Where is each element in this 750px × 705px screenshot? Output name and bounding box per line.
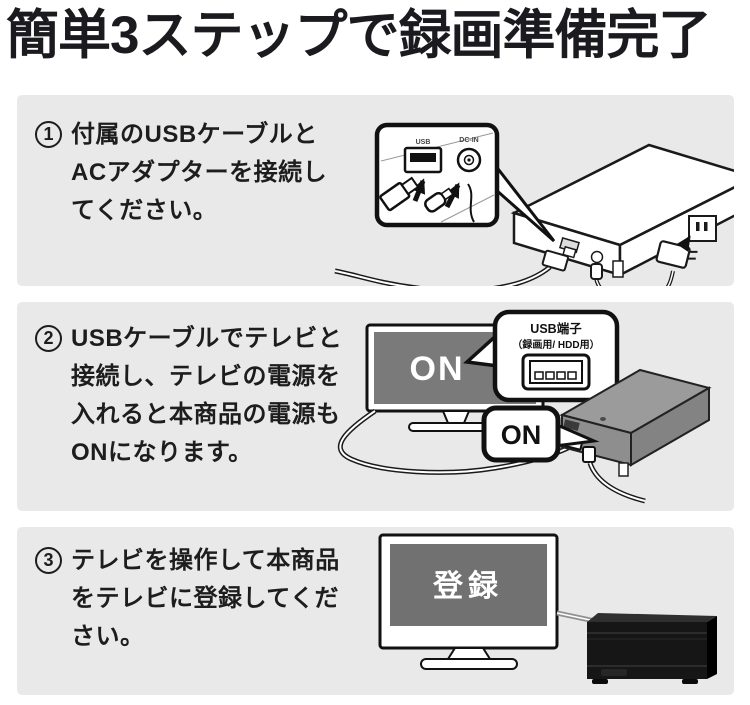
tv-screen xyxy=(390,544,547,626)
page-title: 簡単3ステップで録画準備完了 xyxy=(6,6,711,65)
step-1-illustration: USB DC-IN xyxy=(334,122,734,286)
tv-stand-base xyxy=(420,658,518,670)
hdd-power-plug xyxy=(582,446,596,463)
dc-insert-arrow xyxy=(444,182,461,209)
step-1-text: 1 付属のUSBケーブルと ACアダプターを接続し てください。 xyxy=(35,116,375,230)
step-2-illustration: ON USB端子 （録画用/ HDD用） xyxy=(337,309,712,504)
step-3-panel: 3 テレビを操作して本商品 をテレビに登録してくだ さい。 登録 xyxy=(17,527,734,695)
step-1-lines: 付属のUSBケーブルと ACアダプターを接続し てください。 xyxy=(71,116,327,230)
hdd-on-bubble: ON xyxy=(481,405,600,463)
step-2-number: 2 xyxy=(35,325,62,352)
step-2-lines: USBケーブルでテレビと 接続し、テレビの電源を 入れると本商品の電源も ONに… xyxy=(71,320,342,472)
step-3-number: 3 xyxy=(35,547,62,574)
step-2-text: 2 USBケーブルでテレビと 接続し、テレビの電源を 入れると本商品の電源も O… xyxy=(35,320,375,472)
dc-plug xyxy=(590,263,603,280)
tv-stand-neck xyxy=(441,410,471,424)
hdd-black-product xyxy=(587,613,717,684)
step-3-line-3: さい。 xyxy=(71,623,145,650)
power-cable xyxy=(594,270,675,286)
wall-outlet xyxy=(688,215,717,242)
usb-terminal-callout: USB端子 （録画用/ HDD用） xyxy=(463,309,620,403)
callout-dc-label: DC-IN xyxy=(459,137,478,144)
callout-dc-plug xyxy=(424,187,454,213)
step-1-line-3: てください。 xyxy=(71,197,218,224)
step-2-line-4: ONになります。 xyxy=(71,439,253,466)
ac-adapter xyxy=(655,235,698,269)
tv-stand-neck xyxy=(446,647,492,660)
callout-wire xyxy=(467,183,475,223)
callout-usb-label: USB xyxy=(416,139,431,146)
step-3-line-1: テレビを操作して本商品 xyxy=(71,547,340,574)
step-2-panel: 2 USBケーブルでテレビと 接続し、テレビの電源を 入れると本商品の電源も O… xyxy=(17,302,734,511)
step-1-panel: 1 付属のUSBケーブルと ACアダプターを接続し てください。 xyxy=(17,95,734,286)
tv-on-label: ON xyxy=(410,350,465,388)
callout-dc-jack: DC-IN xyxy=(456,137,482,173)
step-1-line-1: 付属のUSBケーブルと xyxy=(71,121,318,148)
power-cable xyxy=(587,462,646,504)
step-1-line-2: ACアダプターを接続し xyxy=(71,159,328,186)
step-2-line-1: USBケーブルでテレビと xyxy=(71,325,343,352)
ports-callout: USB DC-IN xyxy=(374,122,556,243)
usb-port-icon xyxy=(521,353,591,391)
usb-callout-title: USB端子 xyxy=(530,321,582,336)
usb-plug xyxy=(541,245,577,272)
tv-line-art: 登録 xyxy=(378,533,559,670)
usb-cable xyxy=(334,265,552,286)
callout-usb-plug xyxy=(379,176,420,212)
step-2-line-2: 接続し、テレビの電源を xyxy=(71,363,341,390)
usb-insert-arrow xyxy=(412,178,426,202)
tv-register-label: 登録 xyxy=(432,569,503,603)
plug-direction-arrow xyxy=(676,235,691,252)
step-3-line-2: をテレビに登録してくだ xyxy=(71,585,340,612)
step-3-lines: テレビを操作して本商品 をテレビに登録してくだ さい。 xyxy=(71,542,340,656)
hdd-indicator xyxy=(601,669,627,676)
step-1-number: 1 xyxy=(35,121,62,148)
step-3-illustration: 登録 xyxy=(378,533,717,684)
step-3-text: 3 テレビを操作して本商品 をテレビに登録してくだ さい。 xyxy=(35,542,375,656)
hdd-dc-jack xyxy=(590,250,604,264)
usb-cable xyxy=(556,610,596,624)
step-2-line-3: 入れると本商品の電源も xyxy=(71,401,341,428)
usb-callout-sub: （録画用/ HDD用） xyxy=(512,338,599,351)
callout-usb-receptacle: USB xyxy=(403,139,443,174)
hdd-gray-box xyxy=(559,368,712,477)
hdd-on-label: ON xyxy=(501,420,542,450)
